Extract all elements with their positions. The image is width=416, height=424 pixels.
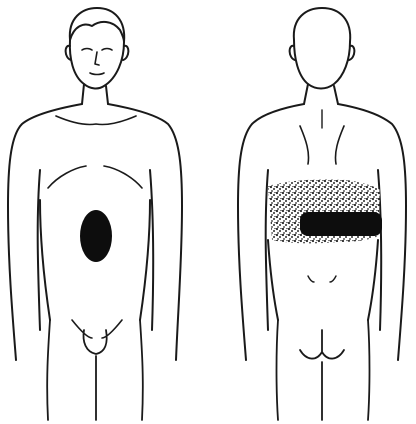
back-buttocks — [300, 330, 344, 359]
front-genital — [84, 330, 107, 354]
front-clavicle — [56, 116, 136, 125]
back-right-arm — [378, 170, 406, 360]
front-left-arm — [8, 170, 40, 360]
front-legs — [47, 320, 143, 420]
back-neck — [304, 84, 338, 104]
back-head — [294, 8, 350, 89]
front-head — [66, 8, 129, 88]
back-dimples — [308, 276, 336, 282]
back-waist — [268, 240, 378, 320]
back-ears — [290, 46, 355, 60]
front-pain-area — [80, 210, 112, 262]
back-left-arm — [238, 170, 268, 360]
front-pelvis — [72, 320, 122, 338]
back-pain-core — [300, 212, 382, 236]
front-right-arm — [150, 170, 182, 360]
front-torso-outline — [8, 104, 182, 206]
front-ribcage — [48, 166, 142, 188]
back-legs — [277, 320, 370, 420]
back-shoulder-blades — [300, 126, 344, 164]
